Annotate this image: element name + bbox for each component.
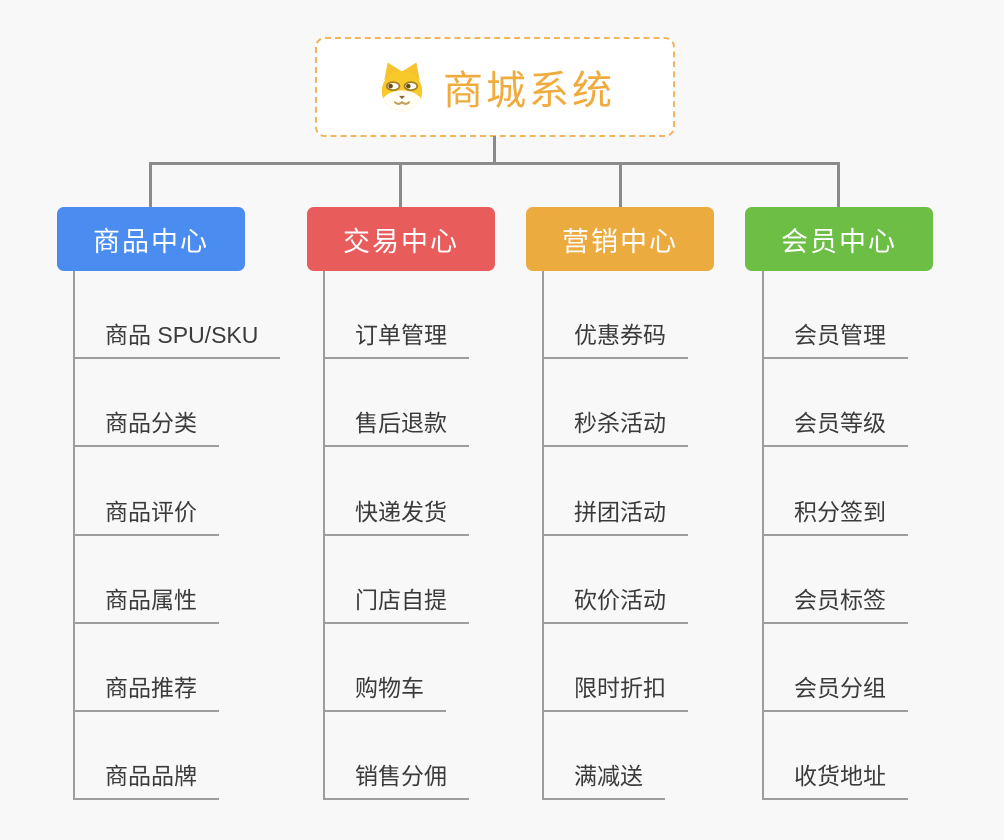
connector-root-stem	[493, 136, 496, 163]
branch-node-member-center[interactable]: 会员中心	[745, 207, 933, 271]
topic-item: 商品分类	[73, 359, 280, 448]
topic-item: 购物车	[323, 624, 469, 712]
topic-label[interactable]: 会员管理	[762, 316, 908, 360]
topic-label[interactable]: 商品推荐	[73, 669, 219, 712]
topic-label[interactable]: 会员分组	[762, 669, 908, 712]
topic-label[interactable]: 商品分类	[73, 404, 219, 448]
topic-item: 商品品牌	[73, 712, 280, 801]
topic-item: 会员等级	[762, 359, 908, 448]
topic-item: 快递发货	[323, 447, 469, 536]
topic-label[interactable]: 商品属性	[73, 581, 219, 624]
branch-label: 会员中心	[781, 226, 897, 257]
branch-children-trade-center: 订单管理 售后退款 快递发货 门店自提 购物车 销售分佣	[323, 271, 469, 801]
topic-label[interactable]: 商品品牌	[73, 757, 219, 801]
topic-label[interactable]: 商品评价	[73, 493, 219, 536]
root-node[interactable]: 商城系统	[315, 37, 675, 137]
topic-item: 限时折扣	[542, 624, 688, 712]
topic-item: 订单管理	[323, 271, 469, 360]
topic-item: 门店自提	[323, 536, 469, 624]
branch-label: 营销中心	[562, 226, 678, 257]
topic-label[interactable]: 售后退款	[323, 404, 469, 448]
topic-label[interactable]: 会员等级	[762, 404, 908, 448]
connector-horizontal-bar	[150, 162, 840, 165]
branch-node-marketing-center[interactable]: 营销中心	[526, 207, 714, 271]
connector-drop-trade	[399, 162, 402, 208]
topic-item: 满减送	[542, 712, 688, 801]
connector-drop-product	[149, 162, 152, 208]
topic-item: 秒杀活动	[542, 359, 688, 448]
branch-children-product-center: 商品 SPU/SKU 商品分类 商品评价 商品属性 商品推荐 商品品牌	[73, 271, 281, 801]
topic-label[interactable]: 快递发货	[323, 493, 469, 536]
topic-label[interactable]: 会员标签	[762, 581, 908, 624]
topic-label[interactable]: 秒杀活动	[542, 404, 688, 448]
topic-item: 售后退款	[323, 359, 469, 448]
topic-item: 会员管理	[762, 271, 908, 360]
topic-item: 商品 SPU/SKU	[73, 271, 281, 360]
branch-label: 交易中心	[343, 226, 459, 257]
topic-item: 商品推荐	[73, 624, 280, 712]
dog-face-icon	[381, 62, 423, 112]
root-title: 商城系统	[443, 69, 615, 113]
topic-item: 收货地址	[762, 712, 908, 801]
topic-label[interactable]: 拼团活动	[542, 493, 688, 536]
branch-node-trade-center[interactable]: 交易中心	[307, 207, 495, 271]
branch-children-marketing-center: 优惠券码 秒杀活动 拼团活动 砍价活动 限时折扣 满减送	[542, 271, 688, 801]
topic-item: 商品评价	[73, 447, 280, 536]
topic-label[interactable]: 销售分佣	[323, 757, 469, 801]
branch-children-member-center: 会员管理 会员等级 积分签到 会员标签 会员分组 收货地址	[762, 271, 908, 801]
branch-node-product-center[interactable]: 商品中心	[57, 207, 245, 271]
topic-item: 砍价活动	[542, 536, 688, 624]
topic-label[interactable]: 砍价活动	[542, 581, 688, 624]
topic-label[interactable]: 门店自提	[323, 581, 469, 624]
branch-label: 商品中心	[93, 226, 209, 257]
topic-item: 商品属性	[73, 536, 280, 624]
topic-label[interactable]: 积分签到	[762, 493, 908, 536]
topic-label[interactable]: 订单管理	[323, 316, 469, 360]
topic-label[interactable]: 收货地址	[762, 757, 908, 801]
topic-label[interactable]: 限时折扣	[542, 669, 688, 712]
topic-item: 销售分佣	[323, 712, 469, 801]
topic-label[interactable]: 购物车	[323, 669, 446, 712]
topic-item: 拼团活动	[542, 447, 688, 536]
topic-label[interactable]: 满减送	[542, 757, 665, 801]
connector-drop-marketing	[619, 162, 622, 208]
topic-label[interactable]: 商品 SPU/SKU	[73, 316, 281, 360]
connector-drop-member	[837, 162, 840, 208]
topic-item: 会员标签	[762, 536, 908, 624]
topic-item: 积分签到	[762, 447, 908, 536]
topic-item: 会员分组	[762, 624, 908, 712]
topic-label[interactable]: 优惠券码	[542, 316, 688, 360]
topic-item: 优惠券码	[542, 271, 688, 360]
